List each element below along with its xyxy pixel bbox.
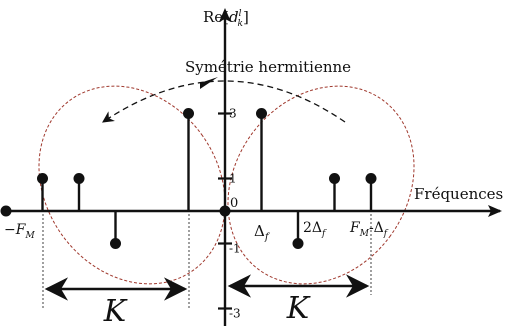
k-label-right: K bbox=[286, 291, 311, 326]
y-tick-label: 3 bbox=[229, 107, 237, 121]
left-group-ellipse bbox=[38, 85, 226, 285]
x-tick-two-delta-f: 2Δf bbox=[303, 220, 327, 239]
x-axis-arrowhead bbox=[488, 205, 502, 217]
y-axis-arrowhead bbox=[219, 8, 231, 22]
x-tick-fm-minus-delta: FM-Δf bbox=[349, 220, 389, 239]
stem-marker bbox=[0, 205, 12, 217]
stem-marker bbox=[292, 238, 304, 249]
right-group-ellipse bbox=[227, 85, 415, 285]
stem-marker bbox=[256, 108, 267, 119]
y-tick-label: -1 bbox=[229, 242, 241, 256]
stem-marker bbox=[73, 173, 85, 184]
annotation-label: Symétrie hermitienne bbox=[185, 58, 351, 76]
stem-marker bbox=[219, 205, 231, 217]
stem-marker bbox=[110, 238, 121, 249]
stem-marker bbox=[365, 173, 377, 184]
stem-series bbox=[0, 108, 377, 249]
stem-marker bbox=[37, 173, 48, 184]
y-tick-label: -3 bbox=[229, 307, 241, 321]
y-ticks: 3 1 -1 -3 bbox=[218, 107, 241, 321]
origin-label: 0 bbox=[230, 196, 238, 211]
y-tick-label: 1 bbox=[229, 172, 237, 186]
k-label-left: K bbox=[103, 294, 128, 329]
stem-marker bbox=[183, 108, 194, 119]
x-axis-label: Fréquences bbox=[414, 185, 503, 203]
stem-marker bbox=[329, 173, 340, 184]
hermitian-arc-arrowhead bbox=[200, 77, 218, 89]
x-tick-neg-fm: −FM bbox=[4, 222, 35, 241]
hermitian-symmetry-arc bbox=[102, 80, 346, 123]
x-tick-delta-f: Δf bbox=[254, 222, 271, 243]
